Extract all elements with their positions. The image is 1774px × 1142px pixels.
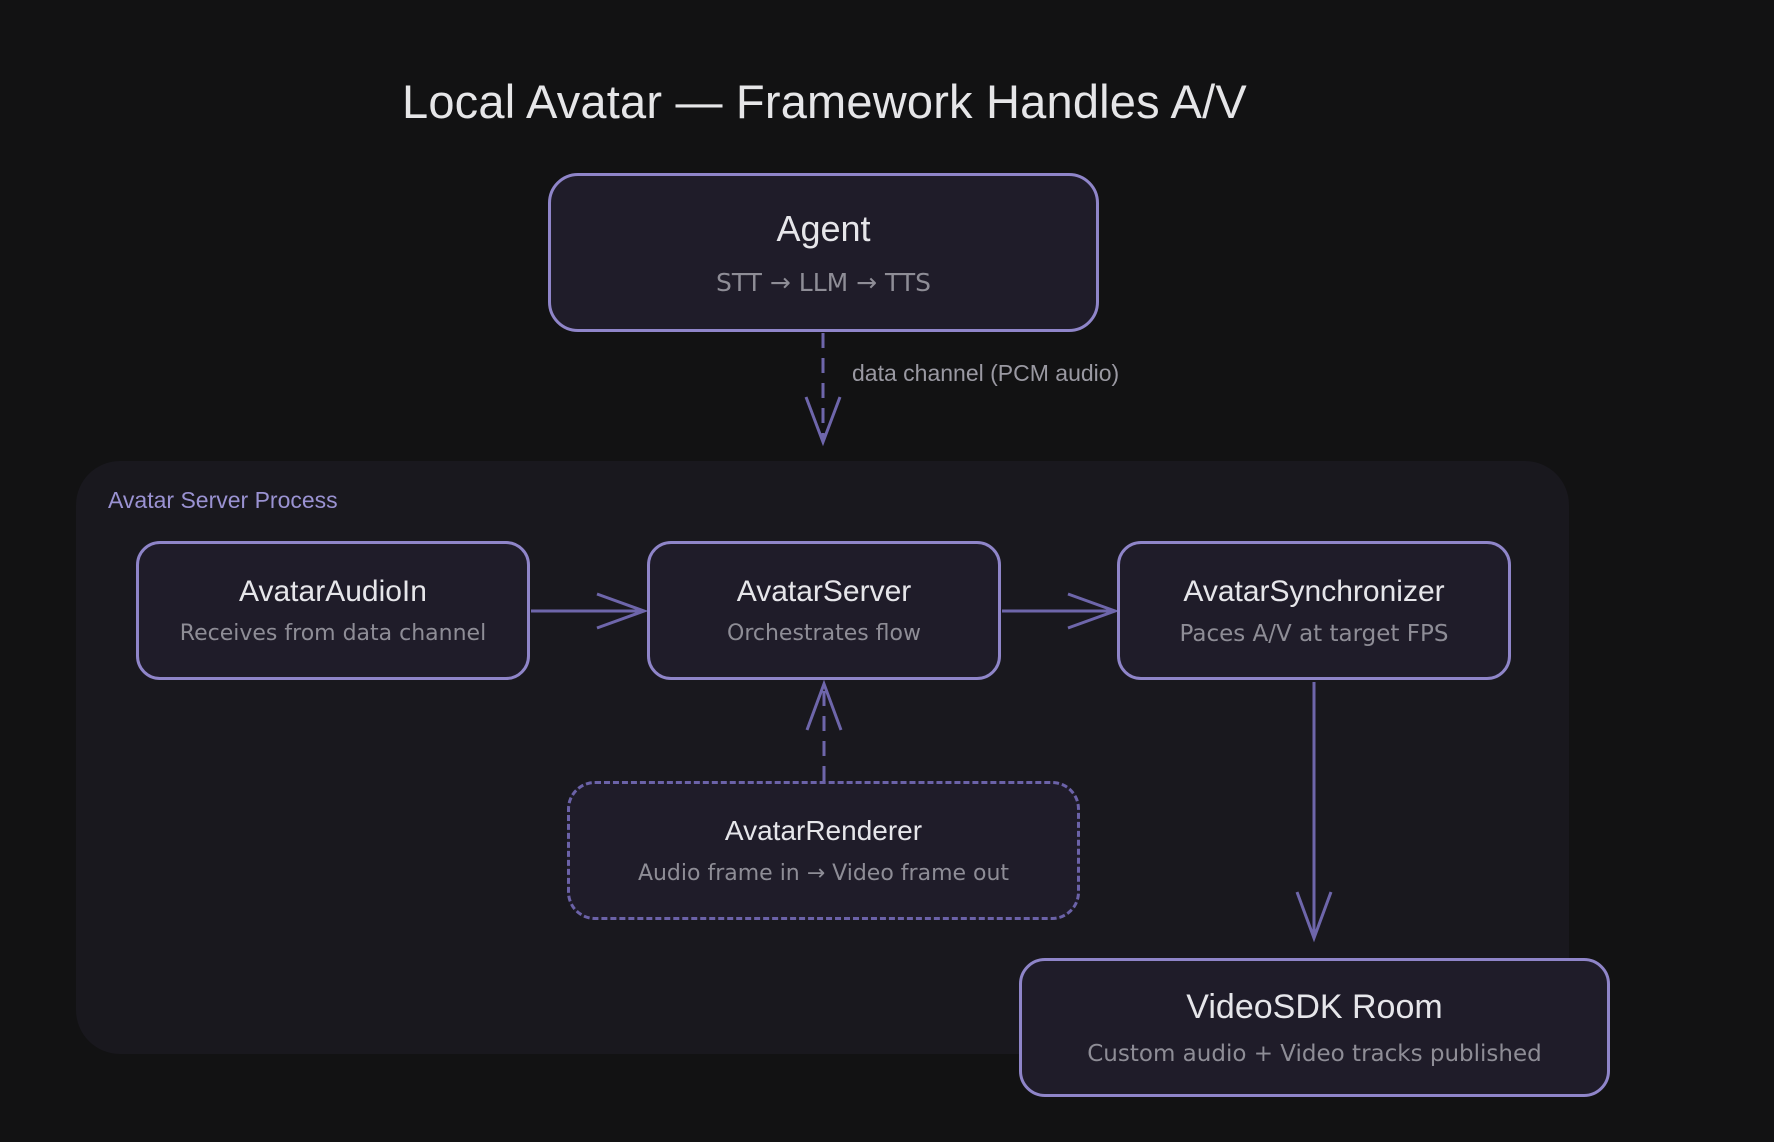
arrowhead-audioin-to-server (596, 592, 649, 630)
edge-label-data-channel: data channel (PCM audio) (852, 360, 1120, 386)
node-avatar-server-subtitle: Orchestrates flow (727, 621, 921, 646)
node-agent-title: Agent (776, 208, 871, 249)
arrowhead-server-to-synchronizer (1067, 592, 1120, 630)
node-avatar-renderer-title: AvatarRenderer (724, 815, 923, 846)
node-avatar-synchronizer-title: AvatarSynchronizer (1183, 574, 1445, 608)
node-avatar-server: AvatarServer Orchestrates flow (647, 541, 1001, 680)
node-videosdk-room-title: VideoSDK Room (1186, 988, 1443, 1026)
arrowhead-renderer-to-server (805, 679, 843, 731)
arrowhead-synchronizer-to-room (1295, 891, 1333, 943)
node-avatar-audio-in-title: AvatarAudioIn (239, 575, 427, 608)
node-videosdk-room: VideoSDK Room Custom audio + Video track… (1019, 958, 1610, 1097)
node-avatar-synchronizer: AvatarSynchronizer Paces A/V at target F… (1117, 541, 1511, 680)
node-videosdk-room-subtitle: Custom audio + Video tracks published (1087, 1041, 1542, 1067)
node-avatar-renderer: AvatarRenderer Audio frame in → Video fr… (567, 781, 1080, 920)
group-label: Avatar Server Process (108, 487, 338, 513)
arrowhead-agent-to-server (804, 396, 842, 447)
node-agent-subtitle: STT → LLM → TTS (715, 268, 932, 297)
node-avatar-audio-in: AvatarAudioIn Receives from data channel (136, 541, 530, 680)
node-avatar-audio-in-subtitle: Receives from data channel (179, 621, 487, 646)
diagram-title: Local Avatar — Framework Handles A/V (402, 75, 1247, 128)
node-avatar-renderer-subtitle: Audio frame in → Video frame out (637, 861, 1010, 886)
node-avatar-synchronizer-subtitle: Paces A/V at target FPS (1179, 620, 1449, 647)
node-avatar-server-title: AvatarServer (736, 575, 912, 608)
node-agent: Agent STT → LLM → TTS (548, 173, 1099, 332)
